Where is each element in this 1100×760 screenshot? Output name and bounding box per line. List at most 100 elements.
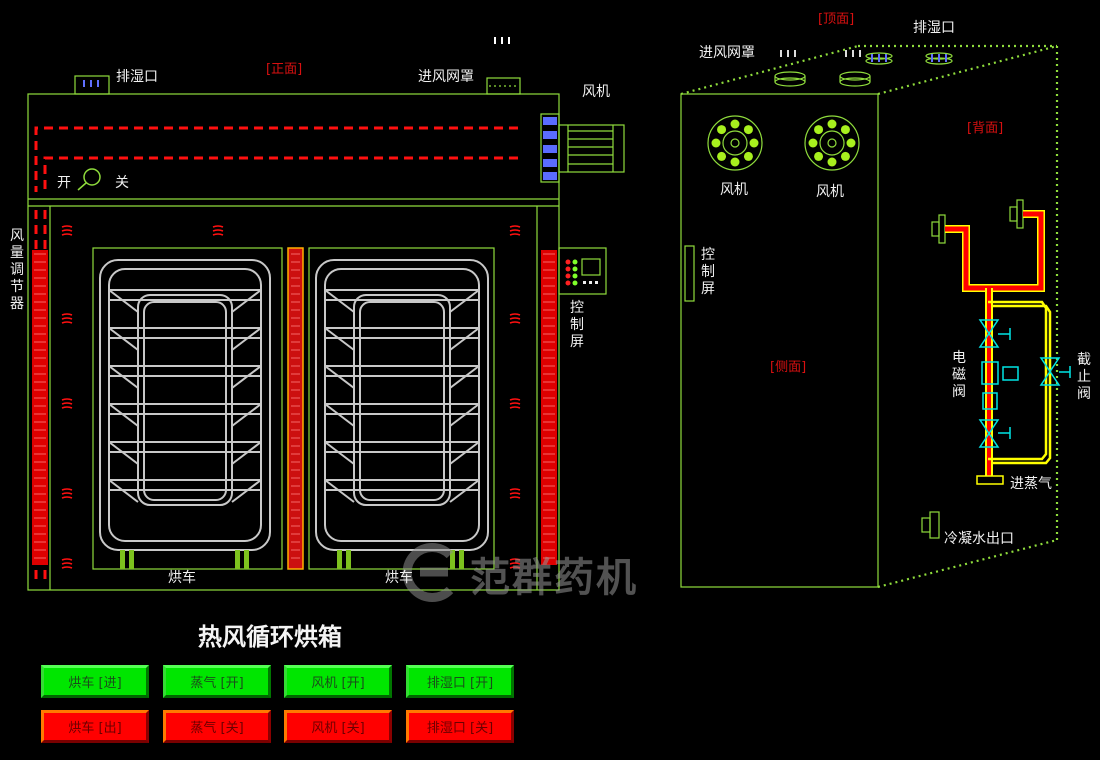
cart-brace (449, 479, 480, 503)
exhaust-close-button[interactable]: 排湿口 [关] (406, 710, 514, 743)
fan-blade-dot (743, 151, 753, 161)
cart-brace (108, 289, 139, 313)
heat-wave (509, 566, 521, 569)
side-label-exhaust-port: 排湿口 (913, 20, 955, 36)
cart-brace (231, 441, 262, 465)
side-body (680, 93, 879, 588)
exhaust-open-button[interactable]: 排湿口 [开] (406, 665, 514, 698)
view-label-back: [背面] (967, 121, 1004, 136)
heat-wave (61, 488, 73, 491)
heat-wave (509, 496, 521, 499)
side-label-fan-right: 风机 (816, 184, 844, 200)
fan-blade-dot (814, 125, 824, 135)
cart-brace (108, 479, 139, 503)
cart-out-button[interactable]: 烘车 [出] (41, 710, 149, 743)
cart-brace (324, 441, 355, 465)
heat-wave (212, 229, 224, 232)
heat-wave (61, 313, 73, 316)
heat-wave (61, 496, 73, 499)
inlet-marks-icon (494, 37, 510, 44)
heat-wave (61, 562, 73, 565)
fan-off-button[interactable]: 风机 [关] (284, 710, 392, 743)
heat-wave (509, 488, 521, 491)
fan-blade-dot (743, 125, 753, 135)
front-view (27, 37, 625, 591)
solenoid-valve-upper-icon[interactable] (978, 319, 1000, 348)
steam-on-button[interactable]: 蒸气 [开] (163, 665, 271, 698)
fan-blades (711, 119, 856, 167)
exhaust-vent-icon (83, 80, 99, 87)
side-label-fan-left: 风机 (720, 182, 748, 198)
heat-wave (61, 225, 73, 228)
cart-brace (449, 327, 480, 351)
steam-piping (945, 210, 1052, 485)
cart-brace (324, 479, 355, 503)
watermark-text: 范群药机 (470, 555, 638, 601)
heat-wave (509, 492, 521, 495)
cart-brace (231, 365, 262, 389)
label-air-inlet-hood: 进风网罩 (418, 69, 474, 85)
heat-wave (509, 225, 521, 228)
steam-off-button[interactable]: 蒸气 [关] (163, 710, 271, 743)
label-open: 开 (57, 175, 71, 191)
fan-blade-dot (846, 138, 856, 148)
solenoid-valve-icon[interactable] (981, 361, 999, 385)
heat-wave-marks (61, 225, 521, 569)
fan-blade-dot (814, 151, 824, 161)
fan-blade-dot (730, 157, 740, 167)
view-label-top: [顶面] (818, 12, 855, 27)
heat-wave (61, 317, 73, 320)
cart-brace (231, 403, 262, 427)
side-exhaust-vents (871, 54, 947, 62)
label-exhaust-port: 排湿口 (116, 69, 158, 85)
label-cart-left: 烘车 (168, 570, 196, 586)
cart-tray-outer (353, 294, 451, 506)
solenoid-valve-lower-icon[interactable] (978, 419, 1000, 448)
cart-brace (324, 403, 355, 427)
cart-in-button[interactable]: 烘车 [进] (41, 665, 149, 698)
label-condensate-outlet: 冷凝水出口 (944, 531, 1014, 547)
valves[interactable] (978, 319, 1071, 448)
heat-wave (61, 229, 73, 232)
fan-on-button[interactable]: 风机 [开] (284, 665, 392, 698)
fan-blade-dot (827, 157, 837, 167)
cart-tray-outer (137, 294, 233, 506)
oven-body (27, 93, 560, 591)
cart-brace (108, 365, 139, 389)
cart-brace (231, 327, 262, 351)
fan-blade-dot (730, 119, 740, 129)
side-inlet-marks (780, 50, 861, 57)
cart-wheels (120, 550, 464, 569)
fan-blade-dot (840, 151, 850, 161)
page-title: 热风循环烘箱 (198, 623, 342, 651)
heat-wave (509, 558, 521, 561)
heat-wave (61, 558, 73, 561)
heat-wave (61, 402, 73, 405)
cart-bay-right (308, 247, 495, 570)
heat-wave (212, 225, 224, 228)
cart-brace (108, 403, 139, 427)
stop-valve-icon[interactable] (1039, 357, 1061, 386)
heat-wave (61, 566, 73, 569)
cart-brace (324, 327, 355, 351)
heat-wave (61, 492, 73, 495)
fan-blade-dot (840, 125, 850, 135)
fan-blade-dot (717, 125, 727, 135)
label-fan: 风机 (582, 84, 610, 100)
heat-wave (509, 313, 521, 316)
heat-wave (509, 398, 521, 401)
cart-brace (449, 403, 480, 427)
heat-wave (509, 317, 521, 320)
cart-brace (449, 289, 480, 313)
heat-wave (509, 233, 521, 236)
side-control-screen (684, 245, 695, 302)
label-control-screen: 控制屏 (570, 300, 584, 350)
air-damper-icon[interactable] (77, 168, 101, 191)
label-cart-right: 烘车 (385, 570, 413, 586)
heat-wave (61, 398, 73, 401)
view-label-side: [侧面] (770, 360, 807, 375)
heat-wave (212, 233, 224, 236)
label-close: 关 (115, 175, 129, 191)
cart-tray-inner (359, 301, 445, 501)
